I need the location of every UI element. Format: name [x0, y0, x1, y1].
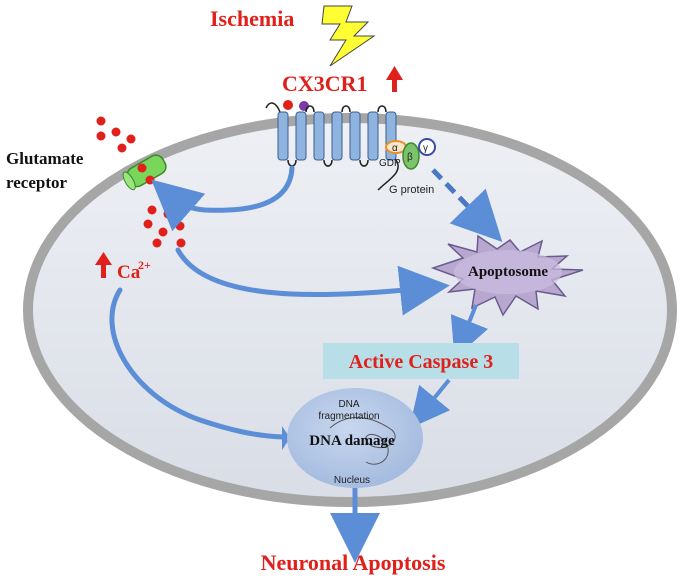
- apoptosome-to-caspase-arrow: [450, 304, 488, 359]
- ligand-dot-icon: [283, 100, 293, 110]
- calcium-to-dna-arrow: [109, 287, 286, 440]
- upregulation-arrow-icon: [386, 66, 403, 92]
- glutamate-dot-icon: [137, 163, 147, 173]
- nucleus-label: Nucleus: [334, 475, 370, 486]
- g-protein: α β γ GDP G protein: [379, 138, 436, 196]
- calcium-up-arrow-icon: [95, 252, 112, 278]
- dna-scribble-icon: [329, 416, 396, 465]
- caspase-label: Active Caspase 3: [349, 351, 493, 373]
- nucleus: [287, 388, 423, 488]
- receptor-to-glutamate-arrow: [151, 165, 295, 232]
- svg-text:α: α: [392, 143, 398, 154]
- neuronal-apoptosis-label: Neuronal Apoptosis: [261, 550, 446, 575]
- svg-text:β: β: [407, 152, 413, 163]
- dna-fragmentation-label-line2: fragmentation: [318, 411, 379, 422]
- caspase-to-nucleus-arrow: [409, 378, 451, 429]
- gprotein-to-apoptosome-arrow: [431, 168, 503, 243]
- gdp-label: GDP: [379, 158, 401, 169]
- caspase-box: [323, 343, 519, 379]
- calcium-to-dna-arrowhead: [282, 426, 290, 450]
- dna-fragmentation-label-line1: DNA: [338, 399, 359, 410]
- calcium-label: Ca: [117, 262, 141, 283]
- calcium-to-apoptosome-arrow: [175, 247, 450, 316]
- apoptosome-label: Apoptosome: [468, 264, 548, 280]
- glutamate-receptor-label-line1: Glutamate: [6, 149, 84, 168]
- g-protein-label: G protein: [389, 184, 434, 196]
- cx3cr1-receptor: [265, 102, 399, 191]
- ischemia-label: Ischemia: [210, 6, 294, 31]
- dna-damage-label: DNA damage: [309, 433, 395, 449]
- glutamate-dot-icon: [145, 175, 155, 185]
- calcium-superscript: 2+: [138, 258, 151, 272]
- glutamate-dots-outside: [96, 116, 136, 153]
- apoptosome: Apoptosome: [430, 234, 584, 317]
- svg-text:γ: γ: [423, 143, 428, 154]
- lightning-icon: [321, 5, 376, 67]
- glutamate-receptor-label-line2: receptor: [6, 173, 67, 192]
- cx3cr1-label: CX3CR1: [282, 71, 368, 96]
